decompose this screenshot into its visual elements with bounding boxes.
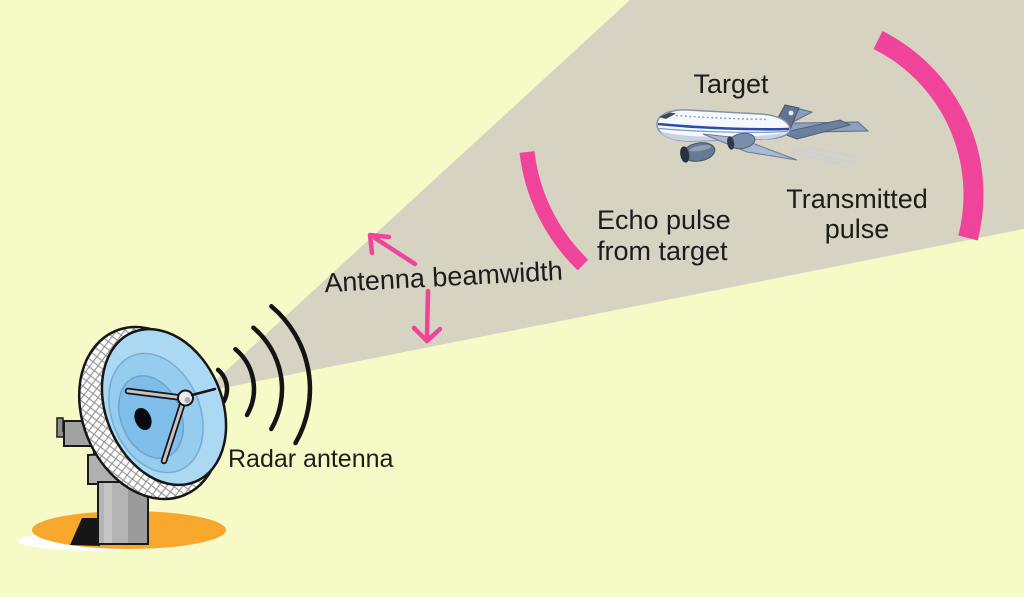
wave-arc xyxy=(215,367,230,404)
radar-antenna-illustration xyxy=(18,325,228,551)
target-label: Target xyxy=(693,69,769,99)
cabin-windows xyxy=(675,114,769,121)
echo-pulse-label-line1: Echo pulse xyxy=(597,205,731,235)
engine-rear xyxy=(727,132,756,150)
feed-spike xyxy=(190,387,217,397)
arrow-head xyxy=(367,232,392,256)
echo-pulse-label-line2: from target xyxy=(597,236,728,266)
transmitted-pulse-label-line2: pulse xyxy=(825,214,890,244)
transmitted-pulse-arc xyxy=(873,31,984,241)
beamwidth-arrow-upper xyxy=(367,232,418,267)
arrow-shaft xyxy=(424,288,431,339)
speed-lines xyxy=(789,145,861,165)
transmitted-pulse-label-line1: Transmitted xyxy=(786,184,928,214)
wave-arc xyxy=(269,304,313,446)
beam-cone xyxy=(203,0,1024,392)
fuselage-stripe-thin xyxy=(658,127,789,133)
feed-horn-shade xyxy=(184,397,191,403)
tail-logo xyxy=(788,110,794,116)
beamwidth-arrow-lower xyxy=(411,288,443,344)
engine-front xyxy=(680,142,716,163)
arrow-head xyxy=(411,325,443,344)
wave-arc xyxy=(233,346,257,418)
dish-feed-hole xyxy=(134,407,152,431)
pedestal-column-highlight xyxy=(104,483,112,543)
engine-highlight xyxy=(689,145,712,152)
wave-arc xyxy=(251,325,285,432)
radar-antenna-label: Radar antenna xyxy=(228,445,394,473)
engine-intake xyxy=(727,136,735,150)
pedestal-column-shade xyxy=(128,483,147,543)
aircraft-illustration xyxy=(656,104,870,165)
cockpit-windows xyxy=(659,112,676,119)
fuselage-stripe xyxy=(657,122,790,131)
radio-wave-arcs xyxy=(215,304,313,446)
feed-strut xyxy=(126,389,186,463)
engine-intake xyxy=(680,146,690,163)
stabilizer-right xyxy=(779,119,852,140)
echo-pulse-arc xyxy=(519,151,589,271)
arrow-shaft xyxy=(372,235,418,267)
